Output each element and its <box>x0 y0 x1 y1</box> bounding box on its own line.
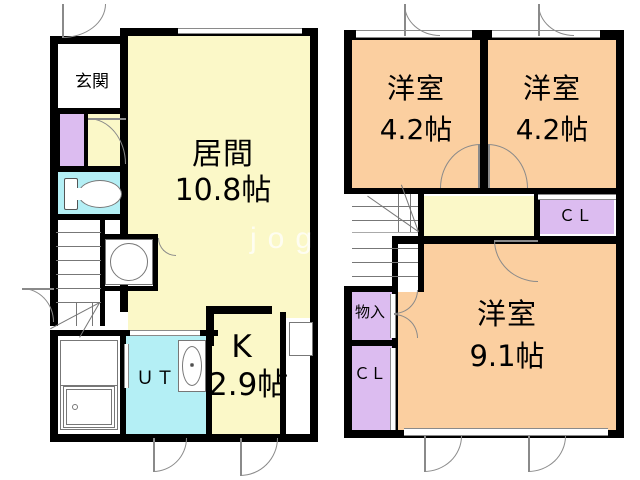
room-fill-monoire <box>348 292 392 340</box>
room-fill-hall2 <box>424 196 534 238</box>
door-leaf-yoshitsu-b-top <box>538 4 540 36</box>
label-yoshitsu-b-size: 4.2帖 <box>515 113 589 146</box>
door-leaf-balcony-left <box>424 436 426 472</box>
wall-f1-hall-bottom <box>50 166 128 172</box>
door-genkan-entry[interactable] <box>62 4 106 38</box>
wall-f1-ut-right <box>206 330 212 438</box>
wall-f1-genkan-step-left <box>56 112 60 170</box>
bathtub-inner <box>66 389 112 425</box>
door-leaf-genkan-entry <box>62 4 64 38</box>
wall-f1-genkan-bottom <box>50 108 128 114</box>
room-fill-closet1 <box>60 114 84 168</box>
door-kitchen-entry[interactable] <box>240 438 278 476</box>
wall-f1-outer-right <box>310 28 318 442</box>
room-fill-cl-top <box>538 198 614 234</box>
label-genkan: 玄関 <box>75 72 109 92</box>
window-yoshitsu-b-top <box>492 30 600 38</box>
wall-f1-closet-right <box>84 112 88 170</box>
wall-f2-outer-right <box>616 30 624 438</box>
wall-f1-toilet-bottom <box>50 214 128 220</box>
stair-tread <box>56 232 101 234</box>
door-leaf-balcony-right <box>528 436 530 472</box>
stair-tread <box>56 302 101 304</box>
wall-f1-bath-right <box>120 330 126 438</box>
door-leaf-stairs-side <box>22 288 54 290</box>
wall-f2-bedrooms-bottom <box>344 188 624 194</box>
stair-tread <box>56 274 101 276</box>
wall-f2-outer-left-lower <box>344 286 352 438</box>
door-leaf-yoshitsu-b-hall <box>488 144 490 188</box>
label-kitchen-size: 2.9帖 <box>208 367 289 403</box>
stair2-tread <box>352 262 418 264</box>
wall-f2-monoire-bottom <box>344 340 392 346</box>
room-fill-ima <box>128 34 318 330</box>
wall-f1-washroom-bottom <box>100 286 158 291</box>
window-yoshitsu-a-top <box>356 30 472 38</box>
label-kitchen-name: K <box>231 329 253 365</box>
room-fill-genkan <box>58 60 126 112</box>
door-balcony-right[interactable] <box>528 436 566 472</box>
window-ima-top <box>178 28 302 34</box>
wall-f1-kitchen-left <box>206 306 214 346</box>
label-cl-bottom: ＣＬ <box>353 364 386 383</box>
door-balcony-left[interactable] <box>424 436 462 472</box>
window-cl-top-front <box>538 194 616 200</box>
label-ut: ＵＴ <box>136 368 176 389</box>
stair-tread <box>56 288 101 290</box>
wall-f2-outer-left-upper <box>344 30 352 194</box>
room-fill-yoshitsu-c <box>398 244 616 434</box>
wall-f1-washroom-right <box>153 234 158 290</box>
wall-f1-kitchen-nook-left <box>280 312 286 438</box>
wall-f2-between-bedrooms <box>480 30 488 194</box>
door-leaf-yoshitsu-a-top <box>404 4 406 36</box>
wall-f2-cl-top-left <box>534 194 540 240</box>
label-yoshitsu-c-size: 9.1帖 <box>469 339 545 373</box>
wall-f1-kitchen-top <box>206 306 272 314</box>
label-ima-size: 10.8帖 <box>174 173 272 208</box>
toilet-seat-link <box>74 188 86 200</box>
label-cl-top: ＣＬ <box>558 206 593 225</box>
door-leaf-hall-to-ima <box>88 118 126 120</box>
stair-tread <box>56 260 101 262</box>
label-monoire: 物入 <box>354 303 385 321</box>
door-ut-entry[interactable] <box>153 438 187 472</box>
kitchen-nook-shelf <box>289 322 313 356</box>
wall-f1-stair-right <box>100 214 105 326</box>
wall-f2-monoire-top <box>344 286 392 292</box>
washbasin-drain-icon <box>190 363 194 367</box>
wall-f1-outer-left-lower <box>50 330 58 438</box>
window-cl-bottom-divider <box>390 348 396 430</box>
stair2-winder-line <box>398 194 400 232</box>
stair2-tread <box>352 276 418 278</box>
door-leaf-kitchen-entry <box>240 438 242 476</box>
wall-f1-outer-left-upper <box>50 36 58 326</box>
wall-f1-genkan-top <box>50 36 128 44</box>
room-fill-ima-lower <box>128 306 212 330</box>
bath-drain-icon <box>72 404 78 410</box>
label-ima-name: 居間 <box>192 137 254 172</box>
room-fill-cl-bottom <box>348 346 392 432</box>
wall-f1-washroom-top <box>100 234 158 239</box>
label-yoshitsu-c-name: 洋室 <box>476 297 537 331</box>
label-yoshitsu-a-size: 4.2帖 <box>379 113 453 146</box>
stair2-tread <box>352 220 418 222</box>
label-yoshitsu-a-name: 洋室 <box>386 72 445 105</box>
bath-divider-line <box>61 385 117 387</box>
label-yoshitsu-b-name: 洋室 <box>522 72 581 105</box>
door-leaf-yoshitsu-c-hall <box>494 240 538 242</box>
window-ut-divider <box>124 344 129 388</box>
window-yoshitsu-c-bottom <box>404 428 608 436</box>
door-leaf-yoshitsu-a-hall <box>478 144 480 188</box>
stair2-up-arrow-line <box>352 232 418 234</box>
stair2-tread <box>352 248 418 250</box>
door-leaf-ut-entry <box>153 438 155 472</box>
washing-machine-icon <box>110 243 148 281</box>
stair-tread <box>56 246 101 248</box>
window-ut-top <box>130 330 200 336</box>
